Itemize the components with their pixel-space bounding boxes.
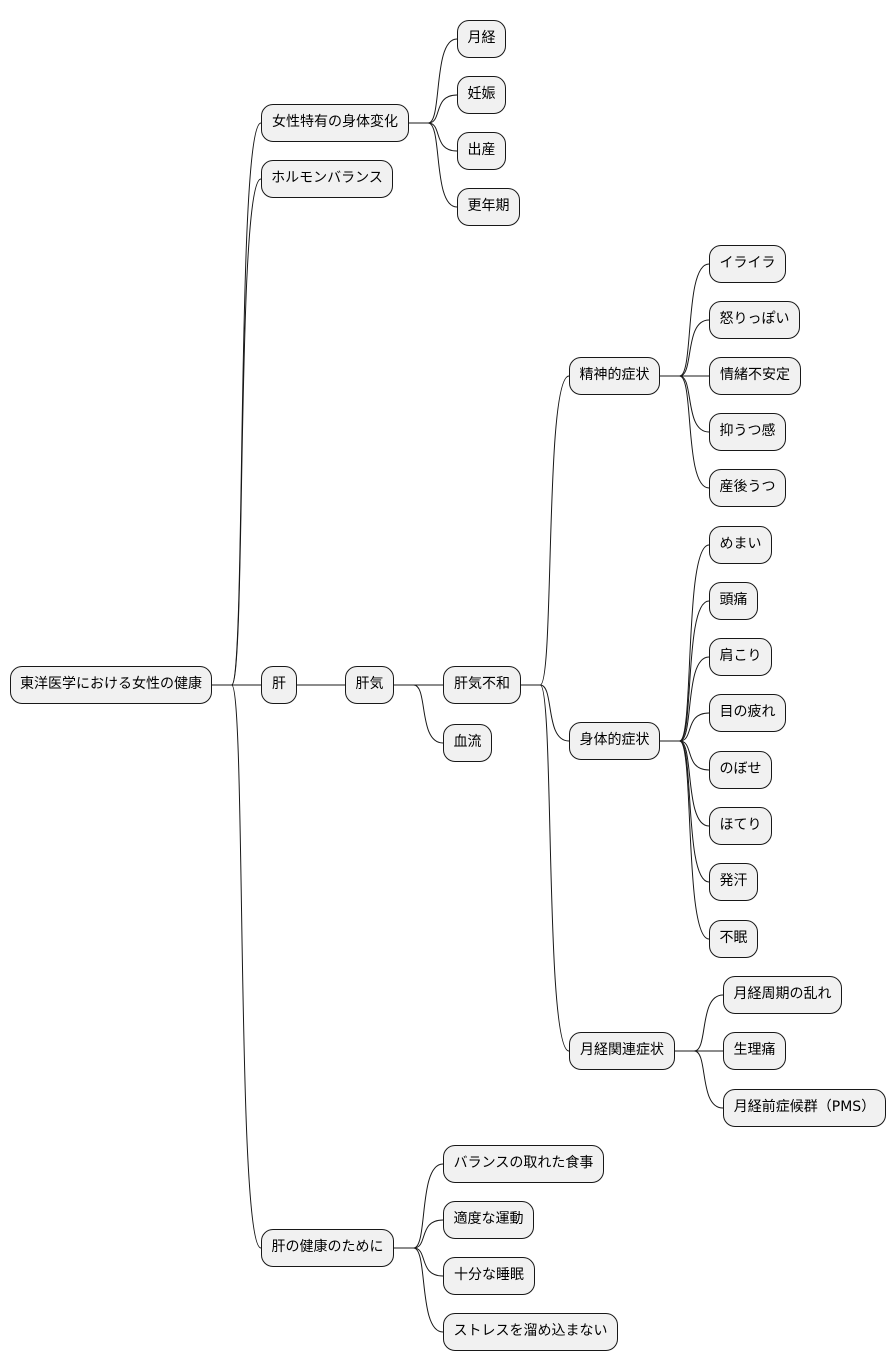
connector-node-blood-flow [394,684,444,744]
node-mental-symptoms: 精神的症状 [569,357,660,395]
connector-node-irritation [660,263,710,377]
node-pregnancy: 妊娠 [457,76,506,114]
connector-node-irritable [660,319,710,377]
connector-node-stress [394,1247,444,1333]
node-body-changes: 女性特有の身体変化 [261,104,409,142]
node-liver-health: 肝の健康のために [261,1229,394,1267]
connector-node-balanced-diet [394,1163,444,1249]
connector-node-dizziness [660,544,710,742]
node-headache: 頭痛 [709,582,758,620]
node-balanced-diet: バランスの取れた食事 [443,1145,604,1183]
node-dizziness: めまい [709,526,772,564]
node-pms: 月経前症候群（PMS） [723,1089,886,1127]
connector-node-stiff-shoulders [660,656,710,742]
connector-node-menstruation [409,38,458,124]
node-menstruation: 月経 [457,20,506,58]
connector-node-liver-health [212,684,262,1249]
root-node: 東洋医学における女性の健康 [10,666,212,704]
node-depression: 抑うつ感 [709,413,786,451]
node-liver-qi: 肝気 [345,666,394,704]
node-blood-flow: 血流 [443,724,492,762]
connector-node-sweating [660,740,710,883]
node-liver-qi-disharmony: 肝気不和 [443,666,521,704]
node-irritable: 怒りっぽい [709,301,800,339]
node-stiff-shoulders: 肩こり [709,638,772,676]
node-menstrual-symptoms: 月経関連症状 [569,1032,675,1070]
connector-node-irregular-cycle [675,994,724,1052]
node-hot-flush: のぼせ [709,751,772,789]
node-postpartum-depression: 産後うつ [709,469,786,507]
connector-node-depression [660,375,710,433]
node-sleep: 十分な睡眠 [443,1257,535,1295]
node-irritation: イライラ [709,245,786,283]
connector-node-pms [675,1050,724,1109]
connector-node-headache [660,600,710,742]
node-liver: 肝 [261,666,297,704]
node-sweating: 発汗 [709,863,758,901]
node-stress: ストレスを溜め込まない [443,1313,618,1351]
connector-node-hormone-balance [212,178,262,686]
connector-node-body-changes [212,122,262,686]
node-childbirth: 出産 [457,132,506,170]
connector-node-insomnia [660,740,710,940]
connector-node-menstrual-symptoms [521,684,570,1052]
node-hot-sensation: ほてり [709,807,772,845]
node-exercise: 適度な運動 [443,1201,534,1239]
connector-node-postpartum-depression [660,375,710,489]
node-menopause: 更年期 [457,188,520,226]
node-menstrual-pain: 生理痛 [723,1032,786,1070]
node-physical-symptoms: 身体的症状 [569,722,660,760]
node-eye-strain: 目の疲れ [709,694,786,732]
connector-node-physical-symptoms [521,684,570,742]
connector-node-mental-symptoms [521,375,570,686]
node-irregular-cycle: 月経周期の乱れ [723,976,842,1014]
node-hormone-balance: ホルモンバランス [261,160,393,198]
connector-node-menopause [409,122,458,208]
node-emotional-instability: 情緒不安定 [709,357,801,395]
node-insomnia: 不眠 [709,920,758,958]
